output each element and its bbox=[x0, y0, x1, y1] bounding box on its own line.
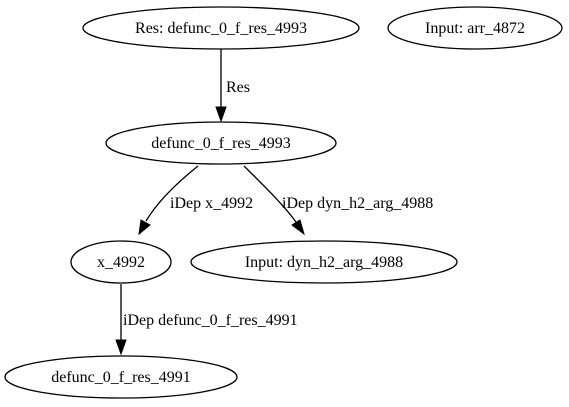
node-label: defunc_0_f_res_4993 bbox=[151, 135, 291, 152]
arrow-head bbox=[215, 106, 227, 123]
node-label: defunc_0_f_res_4991 bbox=[51, 369, 191, 386]
edge-x-to-defunc-4991: iDep defunc_0_f_res_4991 bbox=[115, 284, 298, 356]
edge-label-idep-defunc: iDep defunc_0_f_res_4991 bbox=[123, 312, 298, 329]
edge-res-to-defunc: Res bbox=[215, 47, 250, 123]
edge-line bbox=[145, 165, 199, 222]
node-defunc-4991: defunc_0_f_res_4991 bbox=[4, 355, 238, 399]
arrow-head bbox=[138, 219, 151, 236]
node-ellipse bbox=[4, 355, 238, 399]
node-input-arr-4872: Input: arr_4872 bbox=[387, 6, 563, 50]
node-ellipse bbox=[105, 121, 337, 165]
node-label: x_4992 bbox=[97, 254, 145, 271]
arrow-head bbox=[115, 339, 127, 356]
node-input-dyn-h2-arg-4988: Input: dyn_h2_arg_4988 bbox=[190, 240, 458, 284]
node-ellipse bbox=[82, 6, 360, 50]
node-res-defunc-4993: Res: defunc_0_f_res_4993 bbox=[82, 6, 360, 50]
edge-defunc-to-x: iDep x_4992 bbox=[138, 165, 253, 236]
node-label: Input: arr_4872 bbox=[425, 20, 525, 37]
node-label: Input: dyn_h2_arg_4988 bbox=[245, 254, 403, 271]
edge-label-idep-x: iDep x_4992 bbox=[170, 195, 253, 212]
node-ellipse bbox=[387, 6, 563, 50]
edge-defunc-to-input-dyn: iDep dyn_h2_arg_4988 bbox=[243, 165, 433, 236]
node-defunc-4993: defunc_0_f_res_4993 bbox=[105, 121, 337, 165]
node-ellipse bbox=[70, 240, 172, 284]
edge-line bbox=[243, 165, 297, 223]
edge-label-res: Res bbox=[226, 79, 250, 96]
arrow-head bbox=[291, 219, 305, 236]
node-ellipse bbox=[190, 240, 458, 284]
node-x-4992: x_4992 bbox=[70, 240, 172, 284]
node-label: Res: defunc_0_f_res_4993 bbox=[135, 20, 307, 37]
edge-label-idep-dyn: iDep dyn_h2_arg_4988 bbox=[282, 195, 433, 212]
